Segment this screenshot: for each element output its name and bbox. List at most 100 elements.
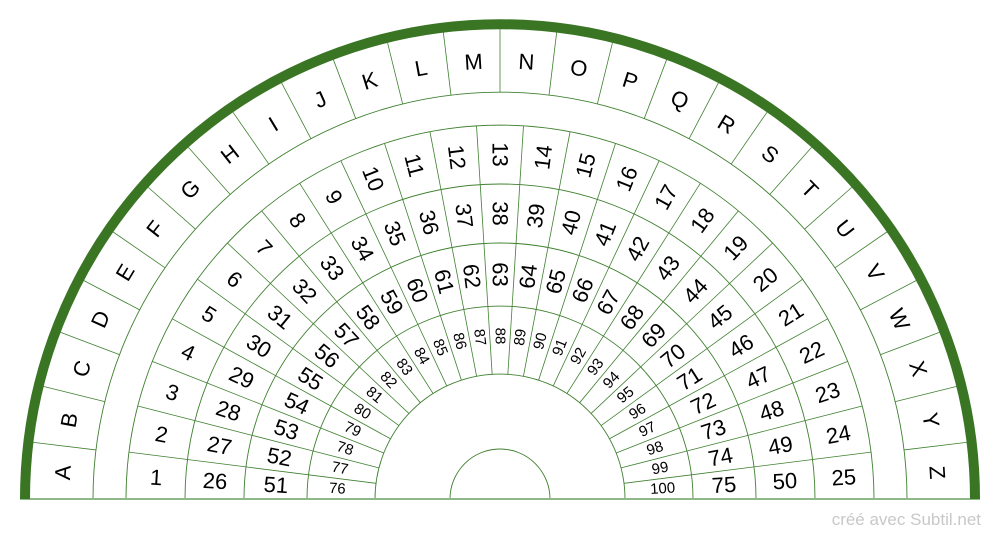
number-divider [737,382,794,406]
letter-label-G: G [175,174,205,204]
number-label-65: 65 [541,267,571,297]
number-label-23: 23 [812,377,843,408]
letter-label-U: U [830,215,859,243]
number-divider [227,242,271,284]
number-label-75: 75 [711,472,737,498]
number-divider [747,420,806,436]
number-divider [668,183,701,234]
number-divider [223,346,276,377]
number-label-43: 43 [651,251,686,286]
number-label-36: 36 [414,208,444,238]
letter-divider [442,30,452,96]
number-divider [523,309,537,377]
number-label-12: 12 [443,144,471,171]
number-divider [384,143,404,200]
number-label-31: 31 [263,300,298,335]
number-divider [753,459,813,468]
number-divider [603,282,638,337]
letter-label-H: H [216,139,244,168]
number-divider [320,427,384,454]
number-label-1: 1 [149,465,163,491]
number-divider [679,404,739,429]
number-label-62: 62 [458,263,486,290]
number-label-45: 45 [703,300,738,335]
number-divider [507,306,513,375]
number-divider [396,335,434,394]
letter-divider [58,331,120,356]
letter-label-B: B [56,411,83,430]
number-divider [292,348,345,386]
number-divider [152,360,208,384]
number-label-30: 30 [242,329,276,363]
number-label-20: 20 [748,262,783,297]
number-label-29: 29 [225,361,258,394]
number-divider [812,451,872,460]
letter-label-K: K [359,67,381,95]
letter-label-Z: Z [924,465,950,480]
letter-label-T: T [796,176,823,203]
number-label-92: 92 [567,345,590,368]
letter-divider [688,80,720,139]
number-divider [590,366,641,414]
number-label-51: 51 [263,472,289,498]
letter-divider [186,145,231,195]
number-divider [251,434,314,452]
number-divider [343,385,400,426]
number-ring-arc-3 [306,305,694,500]
number-label-39: 39 [522,202,550,229]
number-label-93: 93 [584,355,608,378]
number-label-91: 91 [549,337,571,359]
number-label-15: 15 [571,150,601,180]
number-divider [547,189,560,248]
number-divider [365,213,392,268]
letter-label-Y: Y [917,411,944,430]
number-divider [362,282,397,337]
letter-divider [31,441,97,451]
number-divider [390,267,419,325]
number-label-6: 6 [222,266,247,293]
number-divider [600,385,657,426]
number-label-63: 63 [488,262,513,286]
number-label-13: 13 [488,142,513,166]
number-divider [686,283,730,325]
number-label-34: 34 [346,232,380,265]
number-divider [620,450,688,469]
number-divider [579,350,624,403]
letter-label-I: I [264,112,282,137]
number-label-83: 83 [392,355,416,378]
number-divider [633,160,660,215]
number-label-28: 28 [213,395,244,426]
outer-rim [20,19,980,500]
number-divider [137,405,195,422]
number-divider [340,160,367,215]
number-divider [596,143,616,200]
letter-divider [231,110,270,165]
number-divider [429,131,442,190]
number-divider [608,213,635,268]
number-divider [299,183,332,234]
number-label-26: 26 [202,468,228,494]
number-label-37: 37 [450,202,478,229]
number-label-18: 18 [685,203,720,238]
letter-label-N: N [518,49,535,75]
number-label-8: 8 [284,208,311,233]
number-label-3: 3 [163,379,182,407]
number-divider [128,451,188,460]
letter-label-Q: Q [667,85,693,115]
number-divider [330,232,364,284]
letter-label-J: J [310,86,330,113]
letter-divider [880,331,942,356]
number-ring-arc-1 [184,183,816,500]
number-divider [487,306,493,375]
number-label-64: 64 [514,263,542,290]
number-label-25: 25 [831,464,857,490]
letter-divider [643,57,668,119]
number-label-97: 97 [636,418,658,440]
number-divider [515,184,521,244]
number-label-27: 27 [205,431,234,460]
number-divider [538,315,561,381]
letter-divider [597,40,614,104]
number-divider [261,210,300,257]
number-label-17: 17 [649,180,683,213]
letter-divider [903,441,969,451]
